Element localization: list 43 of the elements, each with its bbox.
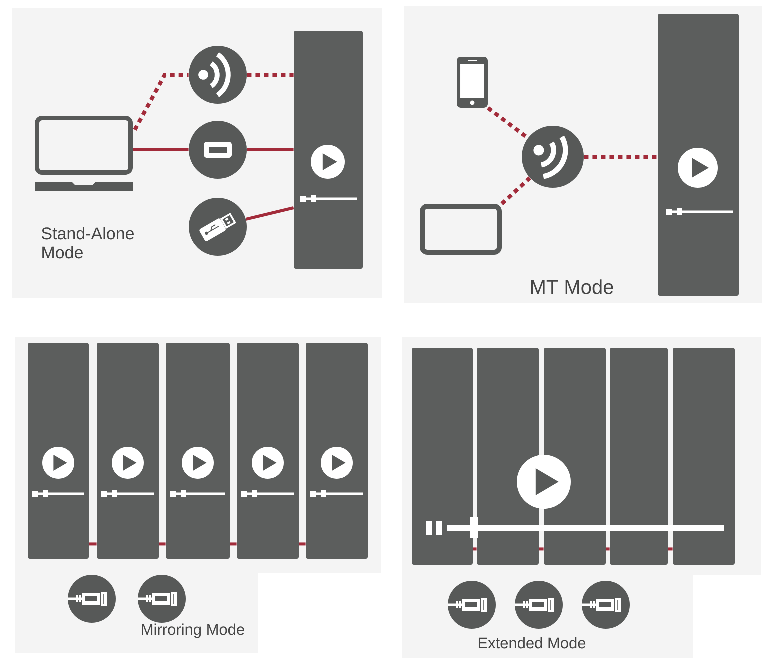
phone-icon xyxy=(457,57,488,108)
connector-line xyxy=(247,73,294,77)
display-panel xyxy=(412,348,473,565)
connector-line xyxy=(299,542,306,546)
mode-label: Extended Mode xyxy=(479,637,586,649)
display-panel xyxy=(294,31,363,269)
connector-line xyxy=(487,106,530,140)
connector-line xyxy=(539,548,544,551)
cable-plug-icon xyxy=(515,581,563,629)
display-panel xyxy=(673,348,735,565)
display-panel xyxy=(28,343,89,559)
display-panel xyxy=(610,348,668,565)
display-panel xyxy=(166,343,230,559)
mode-label: Mirroring Mode xyxy=(142,624,244,638)
connector-line xyxy=(230,542,237,546)
connector-line xyxy=(500,176,532,206)
mode-label: MT Mode xyxy=(531,280,614,294)
display-panel xyxy=(237,343,299,559)
cable-plug-icon xyxy=(68,575,116,623)
plug-icon xyxy=(189,121,247,179)
connector-line xyxy=(246,206,294,221)
connector-line xyxy=(606,548,610,551)
display-panel xyxy=(658,14,740,296)
display-panel xyxy=(97,343,159,559)
connector-line xyxy=(668,548,673,551)
cable-plug-icon xyxy=(138,575,186,623)
cable-plug-icon xyxy=(582,581,630,629)
connector-line xyxy=(159,542,166,546)
display-panel xyxy=(306,343,368,559)
usb-stick-icon xyxy=(189,198,247,256)
tablet-icon xyxy=(420,204,502,255)
laptop-icon xyxy=(35,116,133,191)
wifi-icon xyxy=(522,126,584,188)
mode-label: Stand-Alone Mode xyxy=(42,227,134,259)
display-panel xyxy=(477,348,539,565)
connector-line xyxy=(133,148,189,152)
wifi-icon xyxy=(189,46,247,104)
cable-plug-icon xyxy=(448,581,496,629)
connector-line xyxy=(473,548,477,551)
connector-line xyxy=(89,542,97,546)
connector-line xyxy=(247,148,294,152)
connector-line xyxy=(133,73,189,131)
connector-line xyxy=(584,155,658,159)
